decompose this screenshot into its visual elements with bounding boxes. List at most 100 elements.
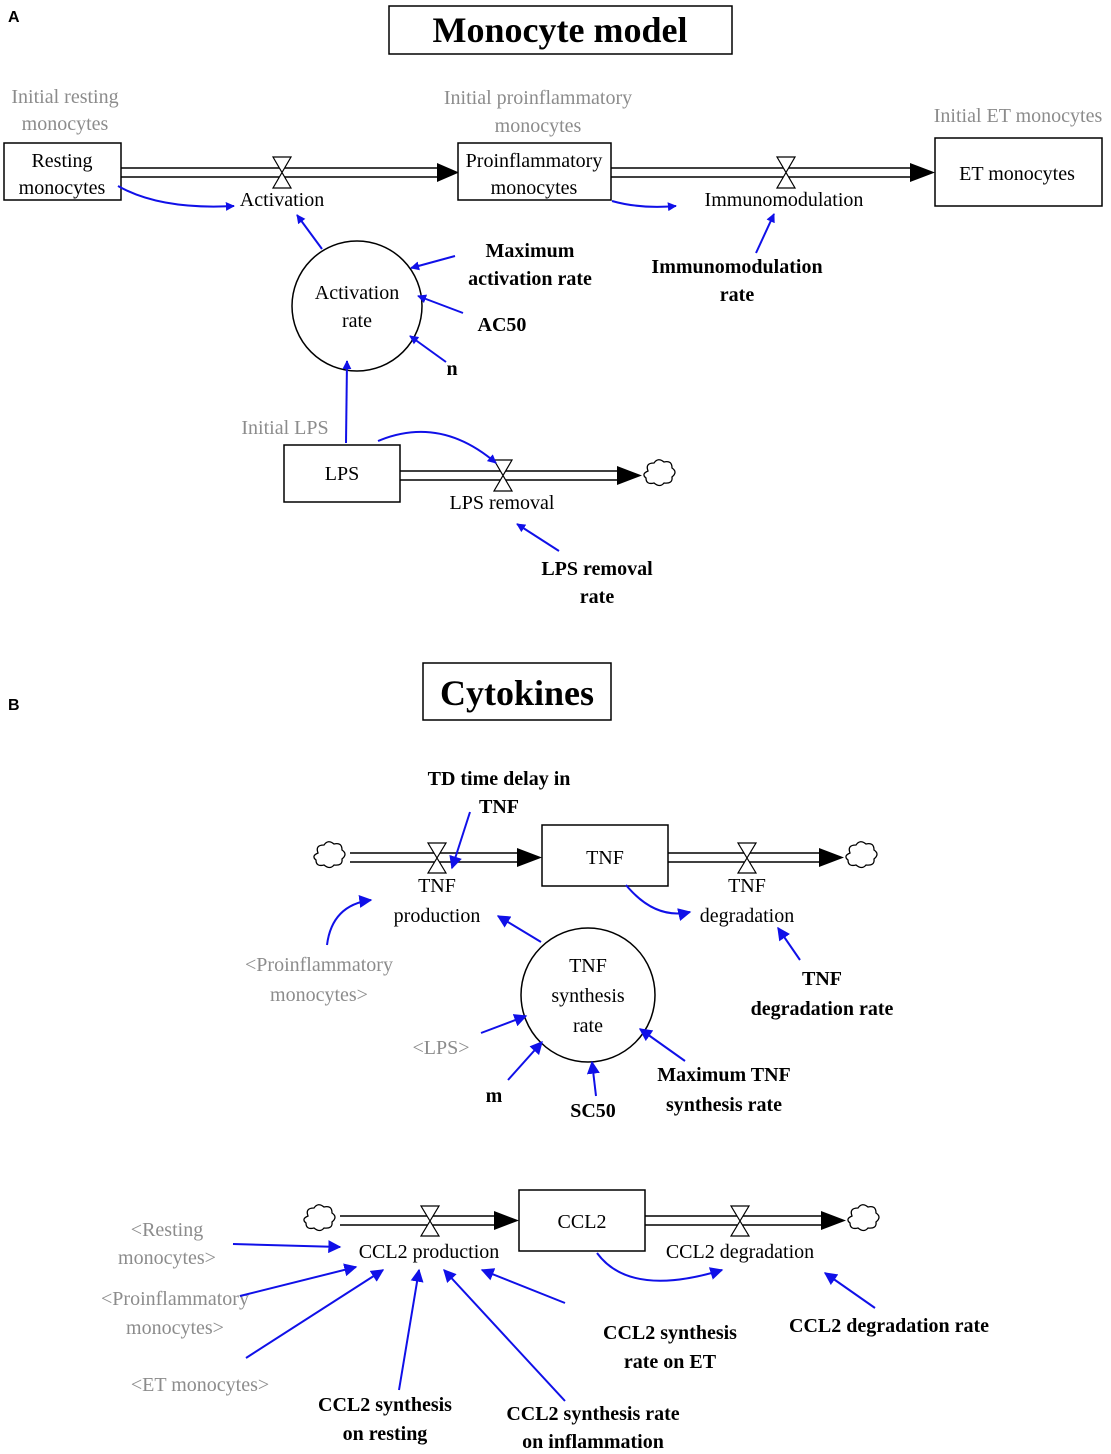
ccl2-degradation-pipe — [645, 1211, 846, 1230]
tnf-degradation-rate-param: TNF — [802, 968, 842, 990]
maximum-activation-rate-param: Maximum — [486, 240, 575, 262]
tnf-degradation-label-2: degradation — [700, 905, 794, 927]
tnf-production-label-2: production — [394, 905, 481, 927]
panel-a-title: Monocyte model — [433, 10, 688, 50]
ccl2-on-inflammation-param-2: on inflammation — [522, 1431, 664, 1453]
activation-rate-label-2: rate — [342, 310, 372, 332]
link-max-tnf-to-synthesis-rate — [638, 1028, 686, 1062]
tnf-production-valve-icon — [426, 842, 448, 874]
panel-a: A Monocyte model Initial resting monocyt… — [3, 5, 1103, 608]
immunomodulation-flow-label: Immunomodulation — [705, 189, 864, 211]
ccl2-sink-cloud-icon — [847, 1204, 880, 1232]
link-sc50-to-synthesis-rate — [586, 1060, 600, 1097]
lps-label: LPS — [325, 463, 359, 485]
link-n-to-rate — [409, 335, 447, 363]
ccl2-on-resting-param: CCL2 synthesis — [318, 1394, 452, 1416]
activation-flow-label: Activation — [240, 189, 324, 211]
link-proinflammatory-to-tnf-production — [326, 895, 373, 946]
lps-stock — [283, 444, 401, 503]
link-lps-to-synthesis-rate — [480, 1014, 528, 1034]
lps-removal-valve-icon — [492, 459, 514, 492]
ccl2-on-inflammation-param: CCL2 synthesis rate — [506, 1403, 679, 1425]
sc50-param: SC50 — [570, 1100, 616, 1122]
initial-proinflammatory-label: Initial proinflammatory — [444, 87, 632, 109]
ccl2-production-label: CCL2 production — [359, 1241, 500, 1263]
ccl2-degradation-valve-icon — [729, 1205, 751, 1237]
ccl2-degradation-label: CCL2 degradation — [666, 1241, 814, 1263]
resting-shadow-label-2: monocytes> — [118, 1247, 216, 1269]
ccl2-rate-on-et-param: CCL2 synthesis — [603, 1322, 737, 1344]
link-synthesis-rate-to-production — [496, 915, 542, 943]
ccl2-on-resting-param-2: on resting — [343, 1423, 428, 1445]
tnf-stock — [541, 824, 669, 887]
tnf-degradation-rate-param-2: degradation rate — [751, 998, 894, 1020]
activation-rate-auxiliary — [291, 240, 423, 372]
tnf-degradation-label: TNF — [728, 875, 766, 897]
ccl2-degradation-rate-param: CCL2 degradation rate — [789, 1315, 989, 1337]
maximum-tnf-synthesis-param: Maximum TNF — [657, 1064, 791, 1086]
td-time-delay-param-2: TNF — [479, 796, 519, 818]
panel-a-title-box — [388, 5, 733, 55]
proinflammatory-monocytes-label: Proinflammatory — [466, 150, 603, 172]
tnf-synthesis-rate-label-3: rate — [573, 1015, 603, 1037]
resting-monocytes-label: Resting — [31, 150, 92, 172]
et-monocytes-shadow-label: <ET monocytes> — [131, 1374, 269, 1396]
link-ccl2-to-degradation — [596, 1252, 724, 1282]
tnf-synthesis-rate-label-2: synthesis — [551, 985, 625, 1007]
link-lps-removal-rate — [516, 523, 560, 552]
lps-removal-rate-param-2: rate — [580, 586, 615, 608]
lps-removal-pipe — [400, 466, 642, 485]
proinflammatory-shadow-2-label-2: monocytes> — [126, 1317, 224, 1339]
activation-valve-icon — [271, 156, 293, 189]
tnf-source-cloud-icon — [313, 841, 346, 869]
tnf-label: TNF — [586, 847, 624, 869]
panel-b: B Cytokines TNF TNF production TNF degra… — [8, 662, 989, 1453]
initial-resting-label: Initial resting — [11, 86, 118, 108]
tnf-sink-cloud-icon — [845, 841, 878, 869]
link-proinflammatory-to-ccl2-production — [239, 1263, 358, 1297]
link-rate-on-et-to-ccl2-production — [480, 1268, 566, 1304]
link-resting-to-activation — [117, 185, 235, 211]
resting-monocytes-stock — [3, 142, 122, 201]
initial-resting-label-2: monocytes — [22, 113, 109, 135]
link-td-delay-to-production — [449, 811, 471, 870]
maximum-tnf-synthesis-param-2: synthesis rate — [666, 1094, 782, 1116]
ccl2-rate-on-et-param-2: rate on ET — [624, 1351, 717, 1373]
tnf-synthesis-rate-label: TNF — [569, 955, 607, 977]
et-monocytes-label: ET monocytes — [959, 163, 1075, 185]
maximum-activation-rate-param-2: activation rate — [468, 268, 592, 290]
panel-a-letter: A — [8, 9, 20, 26]
link-lps-to-rate — [342, 360, 352, 444]
immunomodulation-rate-param-2: rate — [720, 284, 755, 306]
proinflammatory-shadow-2-label: <Proinflammatory — [101, 1288, 249, 1310]
link-ac50-to-rate — [417, 294, 464, 314]
lps-sink-cloud-icon — [643, 459, 676, 487]
link-tnf-degradation-rate — [777, 926, 801, 961]
panel-b-title: Cytokines — [440, 673, 594, 713]
link-lps-to-removal — [377, 430, 497, 464]
tnf-degradation-valve-icon — [736, 842, 758, 874]
immunomodulation-rate-param: Immunomodulation — [651, 256, 822, 278]
lps-shadow-label: <LPS> — [412, 1037, 469, 1059]
lps-removal-flow-label: LPS removal — [450, 492, 555, 514]
ccl2-stock — [518, 1189, 646, 1252]
link-et-to-ccl2-production — [245, 1269, 385, 1359]
link-activation-rate-to-activation — [296, 214, 323, 250]
initial-et-label: Initial ET monocytes — [934, 105, 1103, 127]
initial-lps-label: Initial LPS — [241, 417, 328, 439]
link-immunomodulation-rate — [755, 213, 775, 254]
proinflammatory-shadow-label-2: monocytes> — [270, 984, 368, 1006]
activation-pipe — [121, 163, 459, 182]
td-time-delay-param: TD time delay in — [428, 768, 571, 790]
link-on-inflammation-to-ccl2-production — [443, 1269, 566, 1402]
et-monocytes-stock — [934, 137, 1103, 207]
ccl2-label: CCL2 — [558, 1211, 607, 1233]
tnf-production-pipe — [350, 848, 542, 867]
link-max-activation-to-rate — [410, 255, 456, 271]
activation-rate-label: Activation — [315, 282, 399, 304]
immunomodulation-valve-icon — [775, 156, 797, 189]
link-on-resting-to-ccl2-production — [398, 1268, 424, 1391]
tnf-degradation-pipe — [668, 848, 844, 867]
ac50-param: AC50 — [478, 314, 527, 336]
